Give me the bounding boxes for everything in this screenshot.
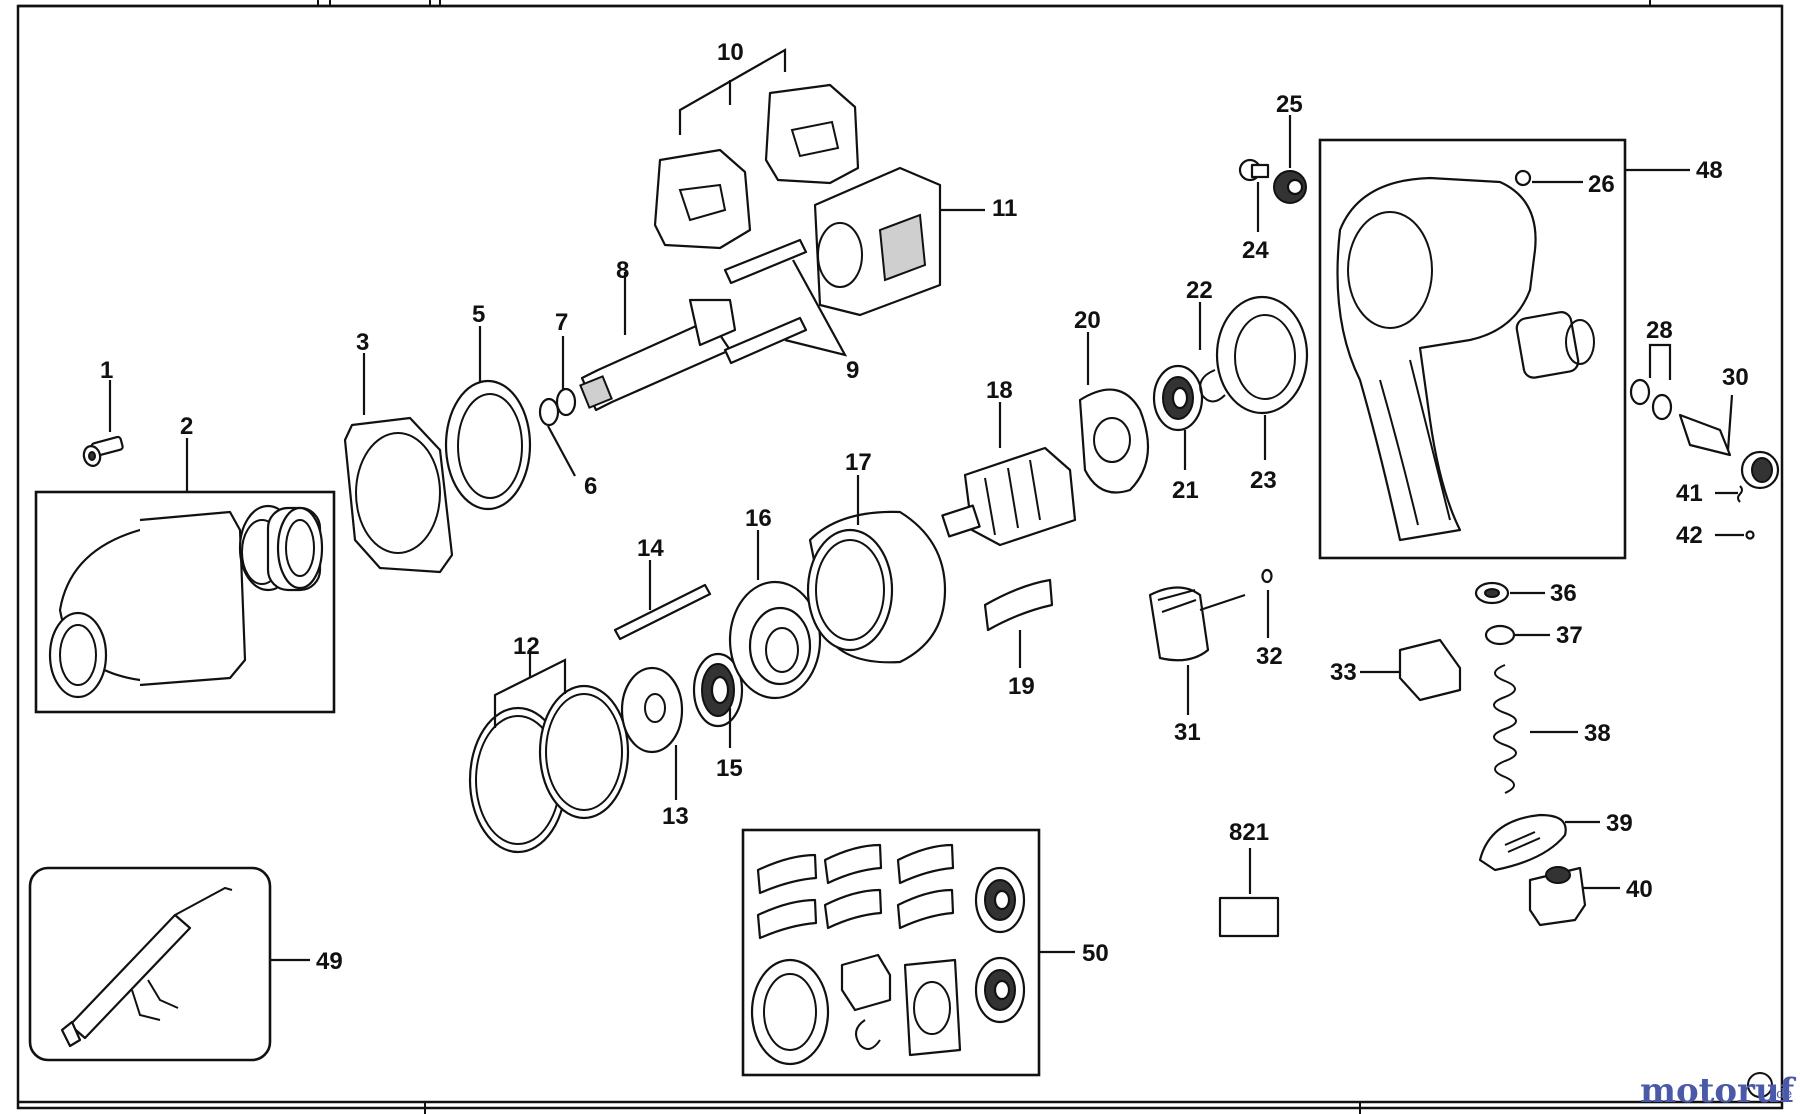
part-7-small-rings [538, 336, 577, 477]
callout-40: 40 [1626, 876, 1653, 903]
callout-17: 17 [845, 449, 872, 476]
part-28-30-valve [1629, 343, 1780, 540]
callout-11: 11 [992, 195, 1017, 222]
part-15-bearing [692, 652, 744, 748]
callout-numbers: 1 2 3 5 6 7 8 9 10 11 12 13 14 15 16 17 … [100, 39, 1749, 975]
callout-21: 21 [1172, 477, 1199, 504]
watermark-text: motoruf [1640, 1071, 1797, 1111]
callout-9: 9 [846, 357, 859, 384]
callout-33: 33 [1330, 659, 1357, 686]
part-10-hammers [653, 48, 860, 250]
part-12-o-rings [468, 648, 630, 854]
callout-821: 821 [1229, 819, 1269, 846]
callout-8: 8 [616, 257, 629, 284]
callout-12: 12 [513, 633, 540, 660]
part-9-pins [723, 238, 848, 365]
part-14-pin [613, 560, 712, 641]
part-22-circlip [1198, 302, 1226, 403]
callout-24: 24 [1242, 237, 1269, 264]
callout-18: 18 [986, 377, 1013, 404]
part-17-cylinder [806, 475, 947, 664]
part-23-gasket [1215, 295, 1309, 460]
part-2-housing [34, 438, 336, 714]
callout-32: 32 [1256, 643, 1283, 670]
part-13-washer [620, 666, 684, 800]
callout-13: 13 [662, 803, 689, 830]
part-49-grease-gun [28, 866, 310, 1062]
watermark: motoruf .de [1640, 1071, 1797, 1111]
callout-25: 25 [1276, 91, 1303, 118]
part-19-vane [983, 578, 1054, 668]
part-5-ring [444, 326, 532, 511]
callout-3: 3 [356, 329, 369, 356]
callout-7: 7 [555, 309, 568, 336]
callout-16: 16 [745, 505, 772, 532]
callout-48: 48 [1696, 157, 1723, 184]
part-11-hammer-cage [813, 166, 985, 317]
callout-23: 23 [1250, 467, 1277, 494]
callout-10: 10 [717, 39, 744, 66]
callout-37: 37 [1556, 622, 1583, 649]
callout-26: 26 [1588, 171, 1615, 198]
callout-41: 41 [1676, 480, 1703, 507]
callout-39: 39 [1606, 810, 1633, 837]
part-48-main-housing [1318, 138, 1690, 560]
part-1-screw [82, 380, 124, 467]
part-16-end-plate [728, 530, 822, 700]
part-21-bearing [1152, 364, 1204, 470]
callout-50: 50 [1082, 940, 1109, 967]
part-31-trigger [1148, 568, 1273, 715]
callout-49: 49 [316, 948, 343, 975]
callout-22: 22 [1186, 277, 1213, 304]
callout-14: 14 [637, 535, 664, 562]
callout-38: 38 [1584, 720, 1611, 747]
callout-19: 19 [1008, 673, 1035, 700]
part-8-anvil [579, 272, 737, 412]
callout-6: 6 [584, 473, 597, 500]
watermark-suffix: .de [1772, 1087, 1792, 1102]
callout-30: 30 [1722, 364, 1749, 391]
part-20-rear-plate [1078, 332, 1150, 494]
callout-2: 2 [180, 413, 193, 440]
part-50-repair-kit [741, 828, 1075, 1077]
callout-31: 31 [1174, 719, 1201, 746]
callout-36: 36 [1550, 580, 1577, 607]
part-24-25-fittings [1238, 115, 1307, 232]
callout-28: 28 [1646, 317, 1673, 344]
callout-42: 42 [1676, 522, 1703, 549]
part-18-rotor [941, 402, 1077, 547]
callout-5: 5 [472, 301, 485, 328]
callout-20: 20 [1074, 307, 1101, 334]
part-821-label-plate [1218, 848, 1280, 938]
part-36-40-air-inlet [1474, 581, 1620, 927]
callout-1: 1 [100, 357, 113, 384]
part-3-gasket [343, 353, 454, 574]
callout-15: 15 [716, 755, 743, 782]
part-33-cube [1360, 638, 1462, 702]
drawing-frame [16, 0, 1784, 1114]
